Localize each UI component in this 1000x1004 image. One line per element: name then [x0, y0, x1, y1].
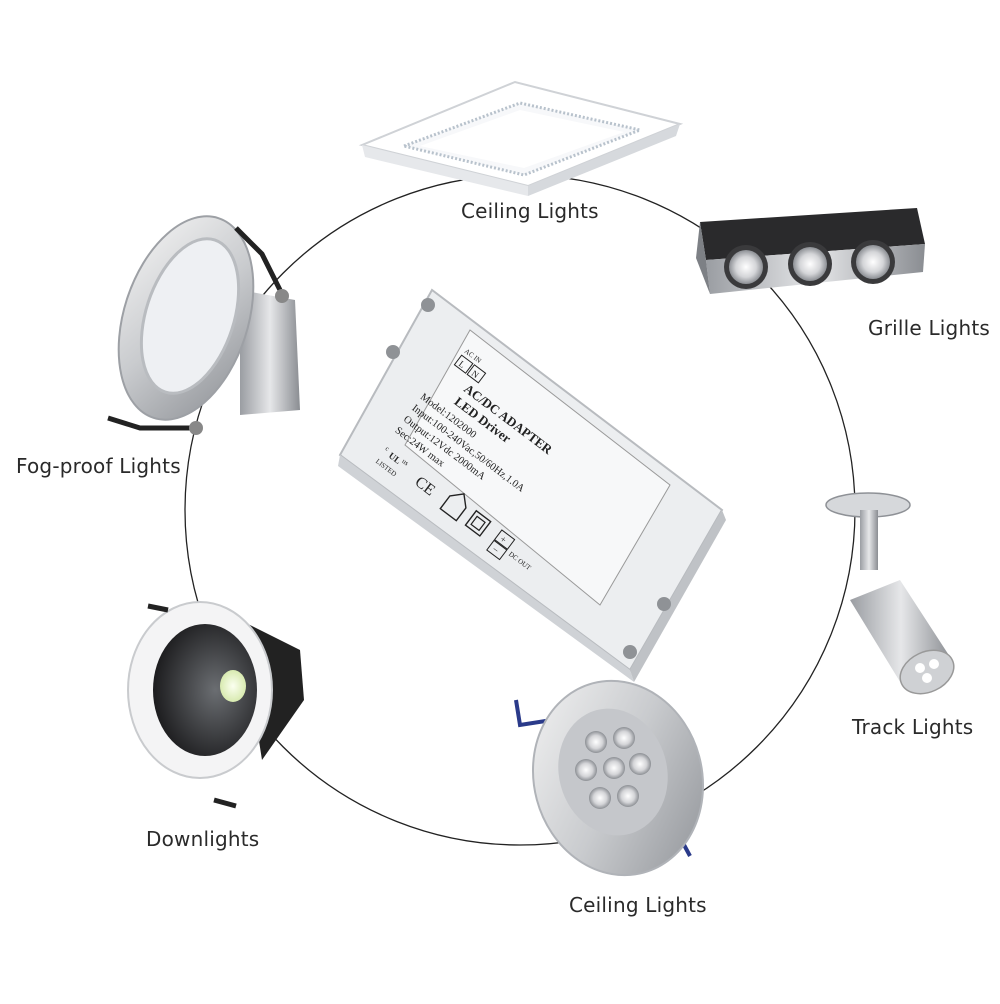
led-driver: AC/DC ADAPTER LED Driver Model:1202000 I…	[338, 288, 726, 682]
grille-light	[696, 208, 925, 294]
gimbal-led-array	[575, 727, 651, 809]
fog-proof-light	[107, 215, 300, 435]
house-icon	[439, 493, 467, 522]
ac-in-l: L	[457, 359, 467, 370]
cert-ul-c: c	[384, 445, 391, 453]
track-light	[825, 492, 955, 695]
dc-out-minus: −	[489, 544, 500, 556]
label-downlights: Downlights	[146, 827, 260, 851]
ac-in-n: N	[470, 368, 482, 380]
grille-lamp-1	[724, 245, 768, 289]
downlight	[127, 601, 304, 809]
driver-screw	[657, 597, 671, 611]
label-fog-proof-lights: Fog-proof Lights	[16, 454, 181, 478]
dc-out-plus: +	[497, 534, 508, 546]
label-track-lights: Track Lights	[852, 715, 974, 739]
grille-lamp-3	[851, 240, 895, 284]
grille-lamp-2	[788, 242, 832, 286]
ceiling-panel-light	[358, 80, 684, 196]
label-grille-lights: Grille Lights	[868, 316, 990, 340]
label-ceiling-lights-bottom: Ceiling Lights	[569, 893, 707, 917]
driver-screw	[421, 298, 435, 312]
driver-screw	[623, 645, 637, 659]
label-ceiling-lights-top: Ceiling Lights	[461, 199, 599, 223]
cert-ul-us: us	[400, 457, 410, 467]
double-insulation-icon	[464, 509, 492, 537]
gimbal-ceiling-light	[514, 679, 705, 877]
driver-screw	[386, 345, 400, 359]
